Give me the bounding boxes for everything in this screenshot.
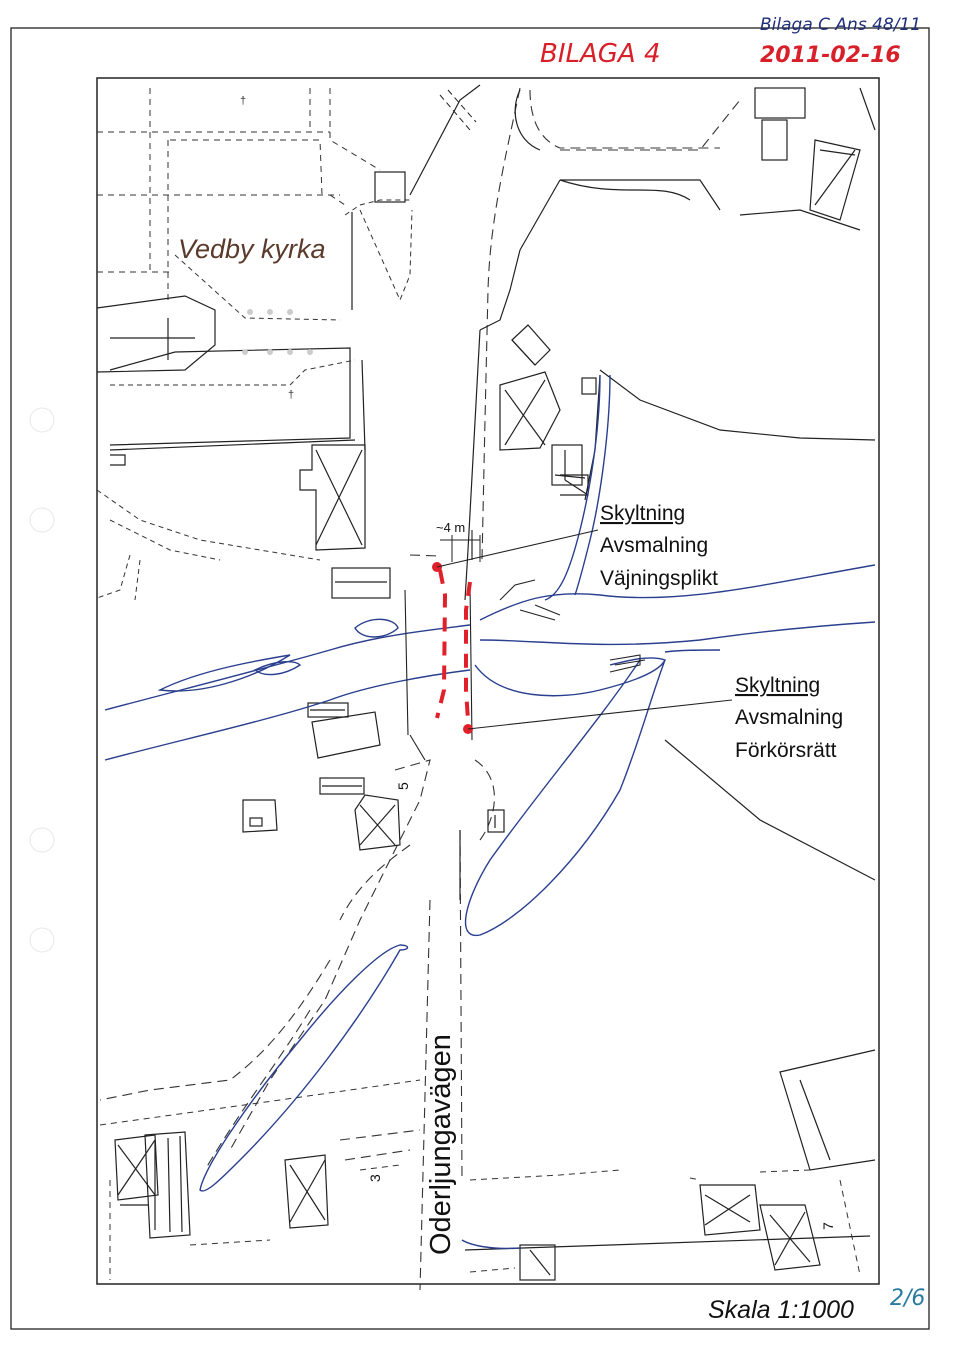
cross-symbol: † <box>240 95 246 107</box>
churchyard-dots <box>242 309 313 355</box>
churchyard-grid <box>97 88 381 300</box>
streams <box>104 374 876 1250</box>
sheet-border <box>10 27 930 1330</box>
sign-north-line1: Avsmalning <box>600 534 708 557</box>
bridge-lines <box>404 530 646 761</box>
leader-lines <box>436 529 733 730</box>
church-building <box>96 295 216 373</box>
churchyard-walls <box>109 212 366 466</box>
date-stamp: 2011-02-16 <box>760 43 901 68</box>
sign-south-line1: Avsmalning <box>735 706 843 729</box>
buildings <box>114 87 876 1281</box>
building <box>374 171 406 203</box>
house-number-7: 7 <box>820 1222 836 1230</box>
house-number-5: 5 <box>395 782 411 790</box>
wall <box>409 84 481 196</box>
width-marker-label: ~4 m <box>436 520 465 535</box>
main-road-edges <box>99 87 741 1291</box>
sign-north-title: Skyltning <box>600 502 685 525</box>
sign-south-title: Skyltning <box>735 674 820 697</box>
bilaga-label: BILAGA 4 <box>540 39 661 69</box>
scale-label: Skala 1:1000 <box>708 1296 854 1324</box>
punch-holes <box>29 407 55 953</box>
house-number-3: 3 <box>367 1174 383 1182</box>
map-frame <box>96 77 880 1285</box>
wall <box>439 89 477 131</box>
road-label: Oderljungavägen <box>425 1034 457 1255</box>
sign-south-line2: Förkörsrätt <box>735 739 837 762</box>
property-lines <box>99 1079 861 1280</box>
page-mark: 2/6 <box>890 1286 925 1311</box>
cross-symbol: † <box>288 389 294 401</box>
road-narrowing <box>435 569 472 721</box>
road-solid-edges <box>459 89 876 1251</box>
church-label: Vedby kyrka <box>178 234 326 264</box>
sign-north-line2: Väjningsplikt <box>600 567 718 590</box>
corner-note: Bilaga C Ans 48/11 <box>760 15 921 35</box>
churchyard-dashed-paths <box>96 199 413 601</box>
